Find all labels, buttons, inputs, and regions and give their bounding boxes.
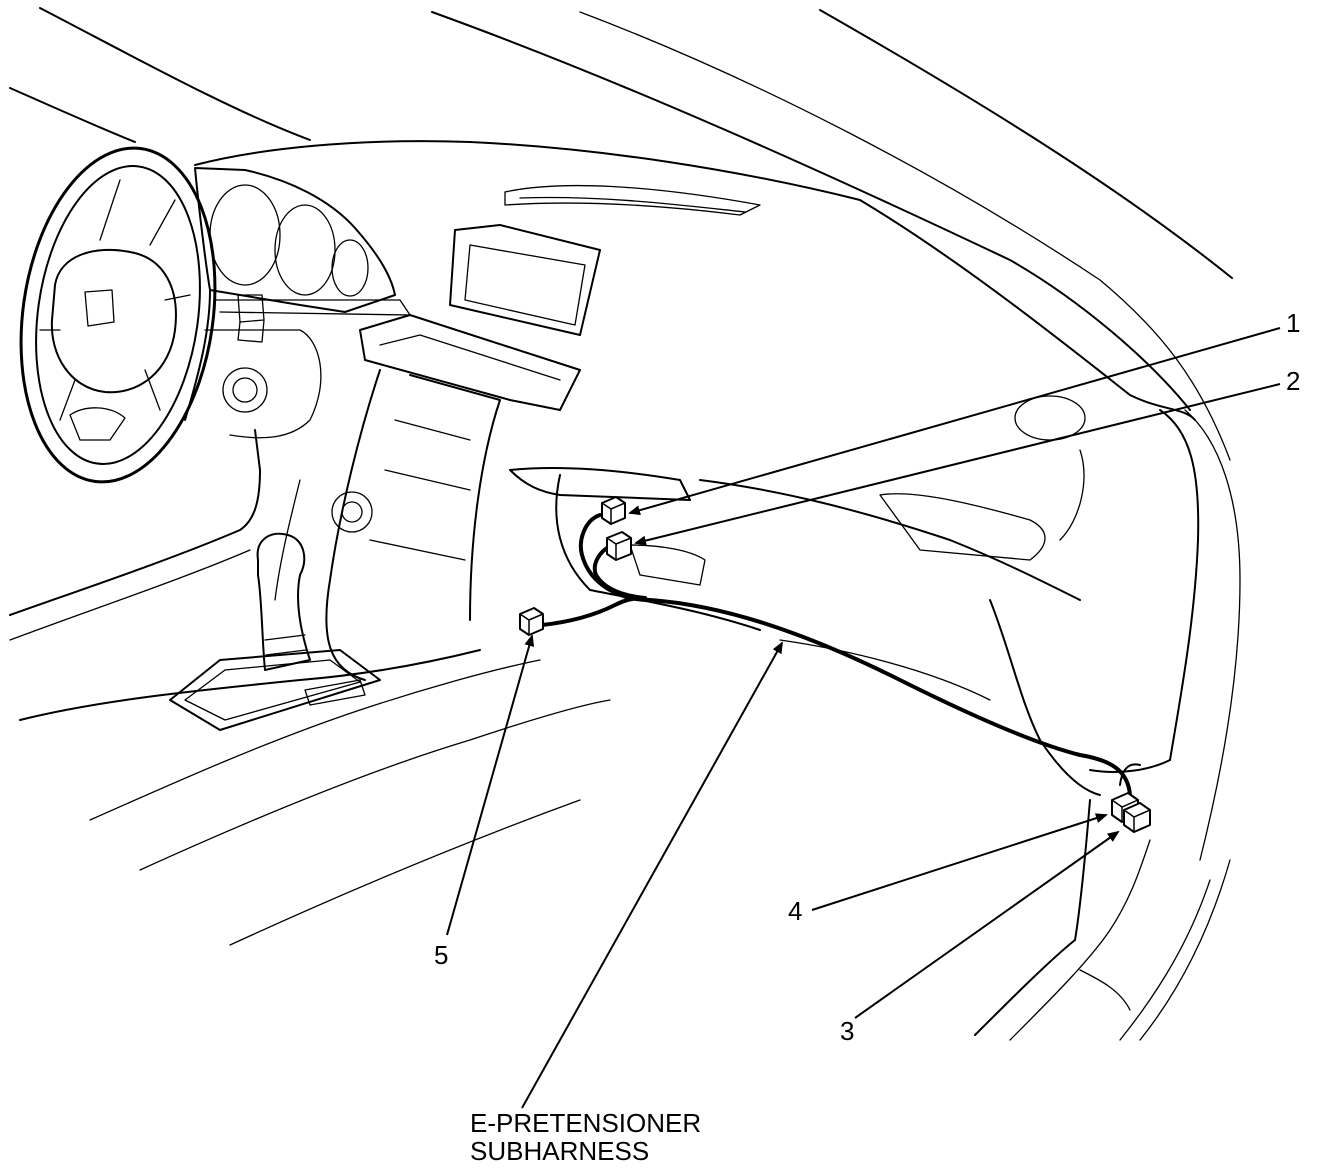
leader-harness [521,641,783,1109]
connector-5 [519,607,544,636]
instrument-cluster [194,167,411,316]
connector-3-4 [1111,792,1151,833]
windshield-lines [9,7,1233,461]
door-pillar [974,409,1241,1041]
e-pretensioner-subharness [540,513,1141,797]
passenger-dash [509,395,1101,796]
gear-shifter [19,532,611,946]
callout-1: 1 [1286,308,1300,338]
leader-3 [854,830,1120,1019]
callout-4: 4 [788,896,802,926]
leader-1 [628,327,1281,516]
callout-3: 3 [840,1016,854,1046]
callout-5: 5 [434,940,448,970]
harness-label-line2: SUBHARNESS [470,1136,649,1166]
connector-2 [606,531,632,561]
left-dash-panel [9,289,322,641]
dashboard-top [194,140,1196,421]
center-console [274,224,601,681]
connector-1 [601,496,626,525]
leader-4 [811,813,1108,911]
callout-2: 2 [1286,366,1300,396]
steering-wheel [19,146,217,484]
leader-lines [446,327,1281,1109]
leader-5 [446,634,535,936]
harness-label-line1: E-PRETENSIONER [470,1108,701,1138]
leader-2 [634,383,1281,546]
